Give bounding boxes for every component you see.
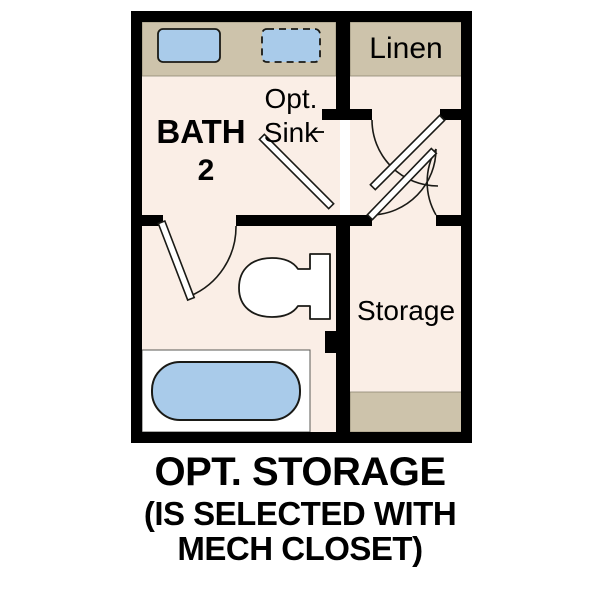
door-storage [366, 147, 438, 221]
door-linen-panel-leaf [369, 114, 446, 191]
label-linen: Linen [369, 32, 442, 65]
vanity-sinks [157, 28, 321, 63]
door-storage-arc-2 [371, 148, 437, 216]
wall-nib-storage-jamb-right [436, 215, 462, 226]
storage-shelf-surface [349, 391, 463, 433]
sink-primary-basin [157, 28, 221, 63]
wall-exterior-bottom [131, 432, 472, 443]
caption-line-1: OPT. STORAGE [154, 450, 446, 494]
right-column-floor [350, 22, 462, 432]
wall-exterior-right [461, 11, 472, 443]
bathtub-basin [151, 361, 301, 421]
tub-alcove [141, 349, 311, 433]
wall-partition-horizontal-bath [236, 215, 350, 226]
wall-nib-opt-sink [322, 109, 336, 120]
walls [131, 11, 472, 443]
door-storage-panel-leaf [366, 147, 438, 221]
label-storage: Storage [357, 295, 455, 326]
toilet-outline [238, 253, 331, 320]
caption-line-3: MECH CLOSET) [177, 530, 423, 567]
wall-partition-vertical-upper [336, 11, 350, 120]
door-bath-entry-arc [189, 225, 237, 297]
label-bath2-line2: 2 [198, 154, 215, 187]
wall-nib-storage-jamb-left [350, 215, 372, 226]
floor-plan-drawing: Linen BATH 2 Opt. Sink Storage [131, 11, 472, 443]
storage-shelf [349, 391, 463, 433]
door-opt-sink-pocket [258, 133, 335, 210]
wall-nib-linen-jamb-right [440, 109, 462, 120]
wall-nib-toilet-chase [325, 331, 336, 353]
room-labels: Linen BATH 2 Opt. Sink Storage [156, 32, 455, 326]
door-bath-entry [157, 219, 237, 302]
wall-stub-bath-door-left [131, 215, 163, 226]
door-bath-entry-panel-leaf [157, 219, 196, 302]
toilet-fixture [238, 253, 331, 320]
label-opt-sink-line1: Opt. [265, 83, 318, 114]
sink-optional-basin [261, 28, 321, 63]
caption-line-2: (IS SELECTED WITH [143, 495, 457, 532]
wall-exterior-left [131, 11, 142, 443]
wall-nib-linen-jamb-left [350, 109, 372, 120]
wall-exterior-top [131, 11, 472, 22]
door-swings [157, 114, 446, 302]
plan-caption: OPT. STORAGE (IS SELECTED WITH MECH CLOS… [0, 452, 600, 565]
door-opt-sink-panel-leaf [258, 133, 335, 210]
wall-partition-vertical-lower [336, 215, 350, 443]
label-opt-sink-line2: Sink [264, 117, 319, 148]
label-bath2-line1: BATH [156, 113, 245, 150]
